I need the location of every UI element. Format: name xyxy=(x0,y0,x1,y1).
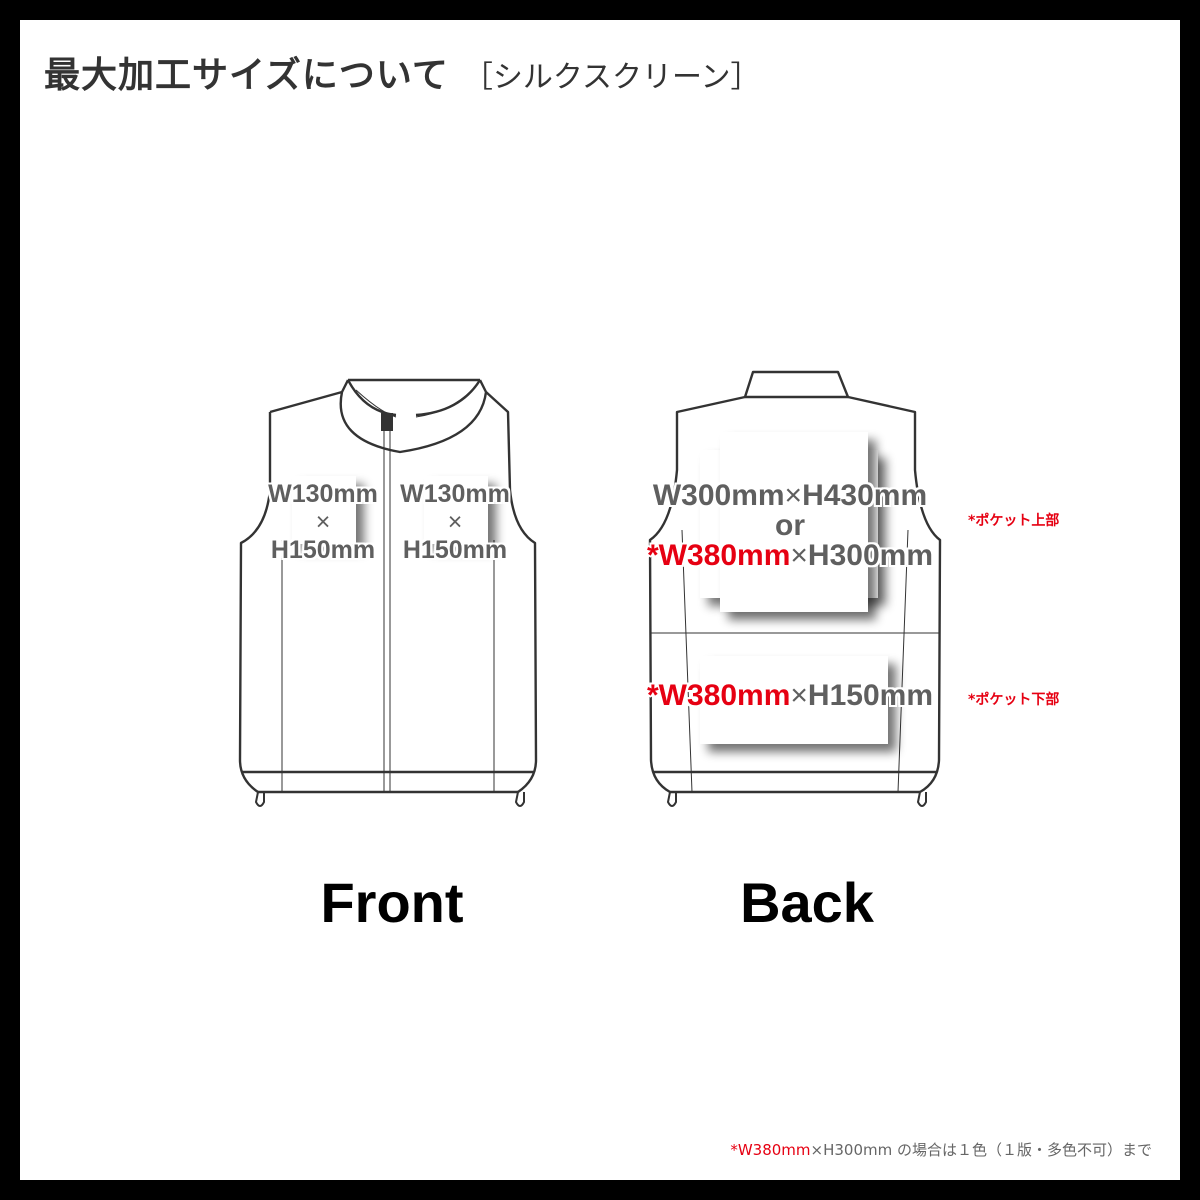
footnote-text: ×H300mm の場合は１色（１版・多色不可）まで xyxy=(810,1141,1152,1159)
zipper-pull-icon xyxy=(381,413,393,431)
or-separator: or xyxy=(775,509,805,542)
back-option-1: W300mm×H430mm xyxy=(620,481,960,511)
option2-height: H300mm xyxy=(807,539,933,572)
pocket-lower-note: *ポケット下部 xyxy=(968,692,1060,708)
print-method-label: ［シルクスクリーン］ xyxy=(462,60,761,95)
back-vest-outline xyxy=(648,370,942,807)
page-title: 最大加工サイズについて ［シルクスクリーン］ xyxy=(44,46,760,98)
times-symbol: × xyxy=(790,539,808,572)
front-left-print-area xyxy=(292,476,356,544)
back-tall-print-area xyxy=(720,432,868,612)
front-right-size-label: W130mm × H150mm xyxy=(390,480,520,564)
title-text: 最大加工サイズについて xyxy=(44,55,449,96)
front-view-label: Front xyxy=(320,871,464,934)
times-symbol: × xyxy=(315,508,331,536)
back-option-2: *W380mm×H300mm xyxy=(620,541,960,571)
option1-width: W300mm xyxy=(652,479,785,512)
times-symbol: × xyxy=(790,679,808,712)
back-lower-size-label: *W380mm×H150mm xyxy=(620,681,960,711)
color-limit-footnote: *W380mm×H300mm の場合は１色（１版・多色不可）まで xyxy=(730,1139,1152,1160)
option2-width: *W380mm xyxy=(646,539,791,572)
front-left-height: H150mm xyxy=(270,536,376,564)
front-vest-details xyxy=(281,418,495,792)
pocket-upper-note: *ポケット上部 xyxy=(968,513,1060,529)
front-right-height: H150mm xyxy=(402,536,508,564)
times-symbol: × xyxy=(784,479,803,512)
back-view-label: Back xyxy=(740,871,874,934)
front-left-width: W130mm xyxy=(268,480,378,508)
lower-width: *W380mm xyxy=(646,679,791,712)
back-lower-print-area xyxy=(700,656,888,744)
back-upper-size-label: W300mm×H430mm or *W380mm×H300mm xyxy=(620,481,960,571)
front-right-width: W130mm xyxy=(400,480,510,508)
back-vest-details xyxy=(651,529,939,793)
front-right-print-area xyxy=(424,476,488,544)
lower-height: H150mm xyxy=(807,679,933,712)
garment-illustrations xyxy=(238,370,942,807)
front-vest-outline xyxy=(238,378,538,807)
times-symbol: × xyxy=(447,508,463,536)
footnote-highlight: *W380mm xyxy=(730,1141,811,1159)
option1-height: H430mm xyxy=(802,479,928,512)
front-left-size-label: W130mm × H150mm xyxy=(258,480,388,564)
size-guide-canvas: 最大加工サイズについて ［シルクスクリーン］ xyxy=(20,20,1180,1180)
